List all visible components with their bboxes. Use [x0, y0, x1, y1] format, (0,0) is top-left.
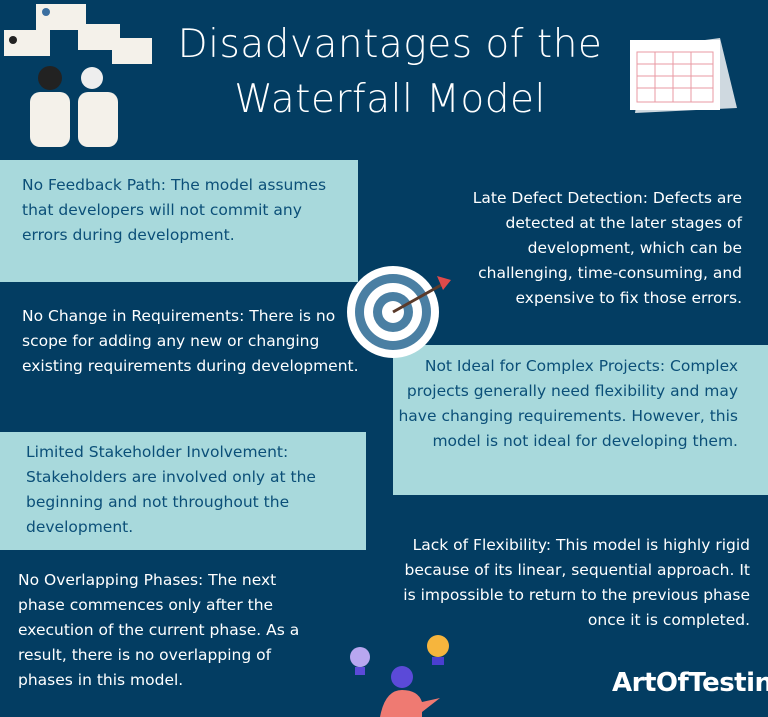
target-icon	[347, 266, 451, 358]
stakeholder-box: Limited Stakeholder Involvement: Stakeho…	[0, 432, 366, 550]
artoftesting-logo: ArtOfTesting	[612, 668, 768, 698]
feedback-box: No Feedback Path: The model assumes that…	[0, 160, 358, 282]
item-no-change: No Change in Requirements: There is no s…	[22, 307, 359, 375]
item-stakeholder: Limited Stakeholder Involvement: Stakeho…	[26, 443, 316, 536]
lightbulb-person-illustration	[350, 635, 449, 717]
item-no-overlap: No Overlapping Phases: The next phase co…	[18, 571, 300, 689]
title-line1: Disadvantages of the	[177, 22, 603, 67]
item-flexibility: Lack of Flexibility: This model is highl…	[403, 536, 750, 629]
complex-box: Not Ideal for Complex Projects: Complex …	[393, 345, 768, 495]
item-late-defect: Late Defect Detection: Defects are detec…	[472, 189, 742, 307]
title-line2: Waterfall Model	[234, 77, 546, 122]
item-no-feedback: No Feedback Path: The model assumes that…	[22, 176, 327, 244]
calendar-icon	[630, 38, 737, 113]
people-reviews-illustration	[4, 4, 152, 147]
item-complex: Not Ideal for Complex Projects: Complex …	[398, 357, 738, 450]
